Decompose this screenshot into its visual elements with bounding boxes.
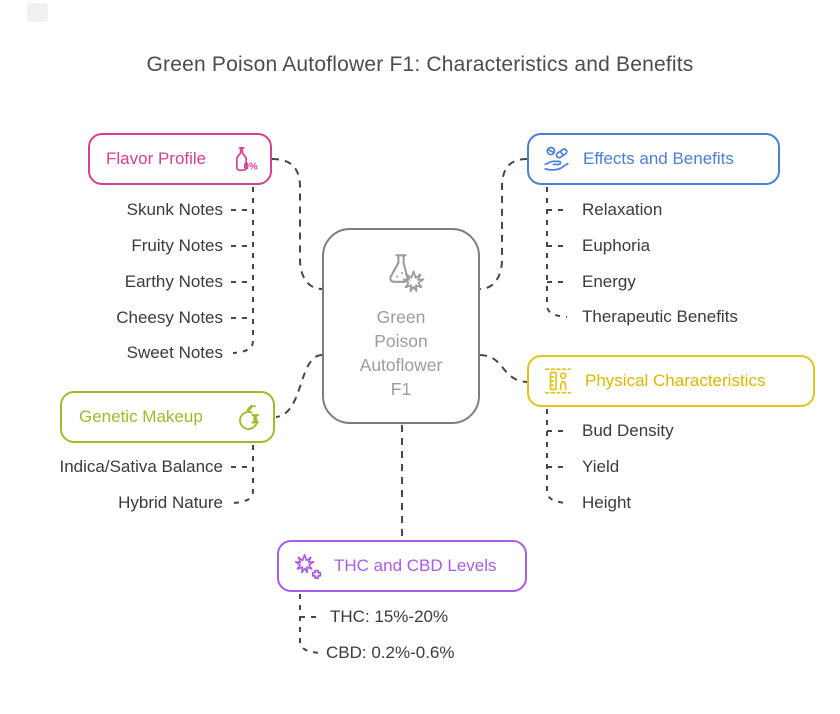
central-node-label: Green Poison Autoflower F1	[360, 305, 443, 401]
item-thc-level: THC: 15%-20%	[330, 607, 449, 626]
fruit-dna-icon	[231, 401, 263, 433]
central-node: Green Poison Autoflower F1	[322, 228, 480, 424]
item-hybrid-nature: Hybrid Nature	[118, 493, 223, 512]
branch-label-genetic-makeup: Genetic Makeup	[79, 407, 203, 426]
item-cheesy-notes: Cheesy Notes	[116, 308, 223, 327]
branch-label-flavor-profile: Flavor Profile	[106, 149, 207, 168]
item-skunk-notes: Skunk Notes	[126, 200, 223, 219]
flask-cannabis-leaf-icon	[376, 252, 426, 299]
branch-label-physical-characteristics: Physical Characteristics	[585, 371, 766, 390]
item-euphoria: Euphoria	[582, 236, 651, 255]
branch-label-thc-cbd-levels: THC and CBD Levels	[334, 556, 497, 575]
screenshot-artifact	[27, 3, 48, 22]
item-energy: Energy	[582, 272, 636, 291]
zero-percent-bottle-icon: 0%	[230, 144, 258, 174]
branch-node-effects-and-benefits: Effects and Benefits	[527, 133, 780, 185]
item-height: Height	[582, 493, 632, 512]
item-earthy-notes: Earthy Notes	[124, 272, 223, 291]
central-label-line: F1	[390, 378, 412, 399]
svg-text:0%: 0%	[244, 161, 258, 172]
cannabis-cross-icon	[292, 551, 323, 582]
item-bud-density: Bud Density	[582, 421, 674, 440]
item-cbd-level: CBD: 0.2%-0.6%	[326, 643, 455, 662]
item-sweet-notes: Sweet Notes	[126, 343, 223, 362]
branch-node-thc-cbd-levels: THC and CBD Levels	[277, 540, 527, 592]
central-label-line: Green	[376, 306, 426, 327]
central-label-line: Autoflower	[359, 354, 443, 375]
item-fruity-notes: Fruity Notes	[131, 236, 223, 255]
branch-label-effects-and-benefits: Effects and Benefits	[583, 149, 734, 168]
item-yield: Yield	[582, 457, 620, 476]
item-therapeutic-benefits: Therapeutic Benefits	[582, 307, 738, 326]
item-indica-sativa-balance: Indica/Sativa Balance	[59, 457, 224, 476]
item-relaxation: Relaxation	[582, 200, 663, 219]
height-measure-icon	[542, 365, 574, 397]
branch-node-genetic-makeup: Genetic Makeup	[60, 391, 275, 443]
central-label-line: Poison	[374, 330, 428, 351]
branch-node-physical-characteristics: Physical Characteristics	[527, 355, 815, 407]
hand-with-pills-icon	[542, 144, 572, 174]
diagram-title: Green Poison Autoflower F1: Characterist…	[146, 53, 694, 76]
branch-node-flavor-profile: Flavor Profile 0%	[88, 133, 272, 185]
